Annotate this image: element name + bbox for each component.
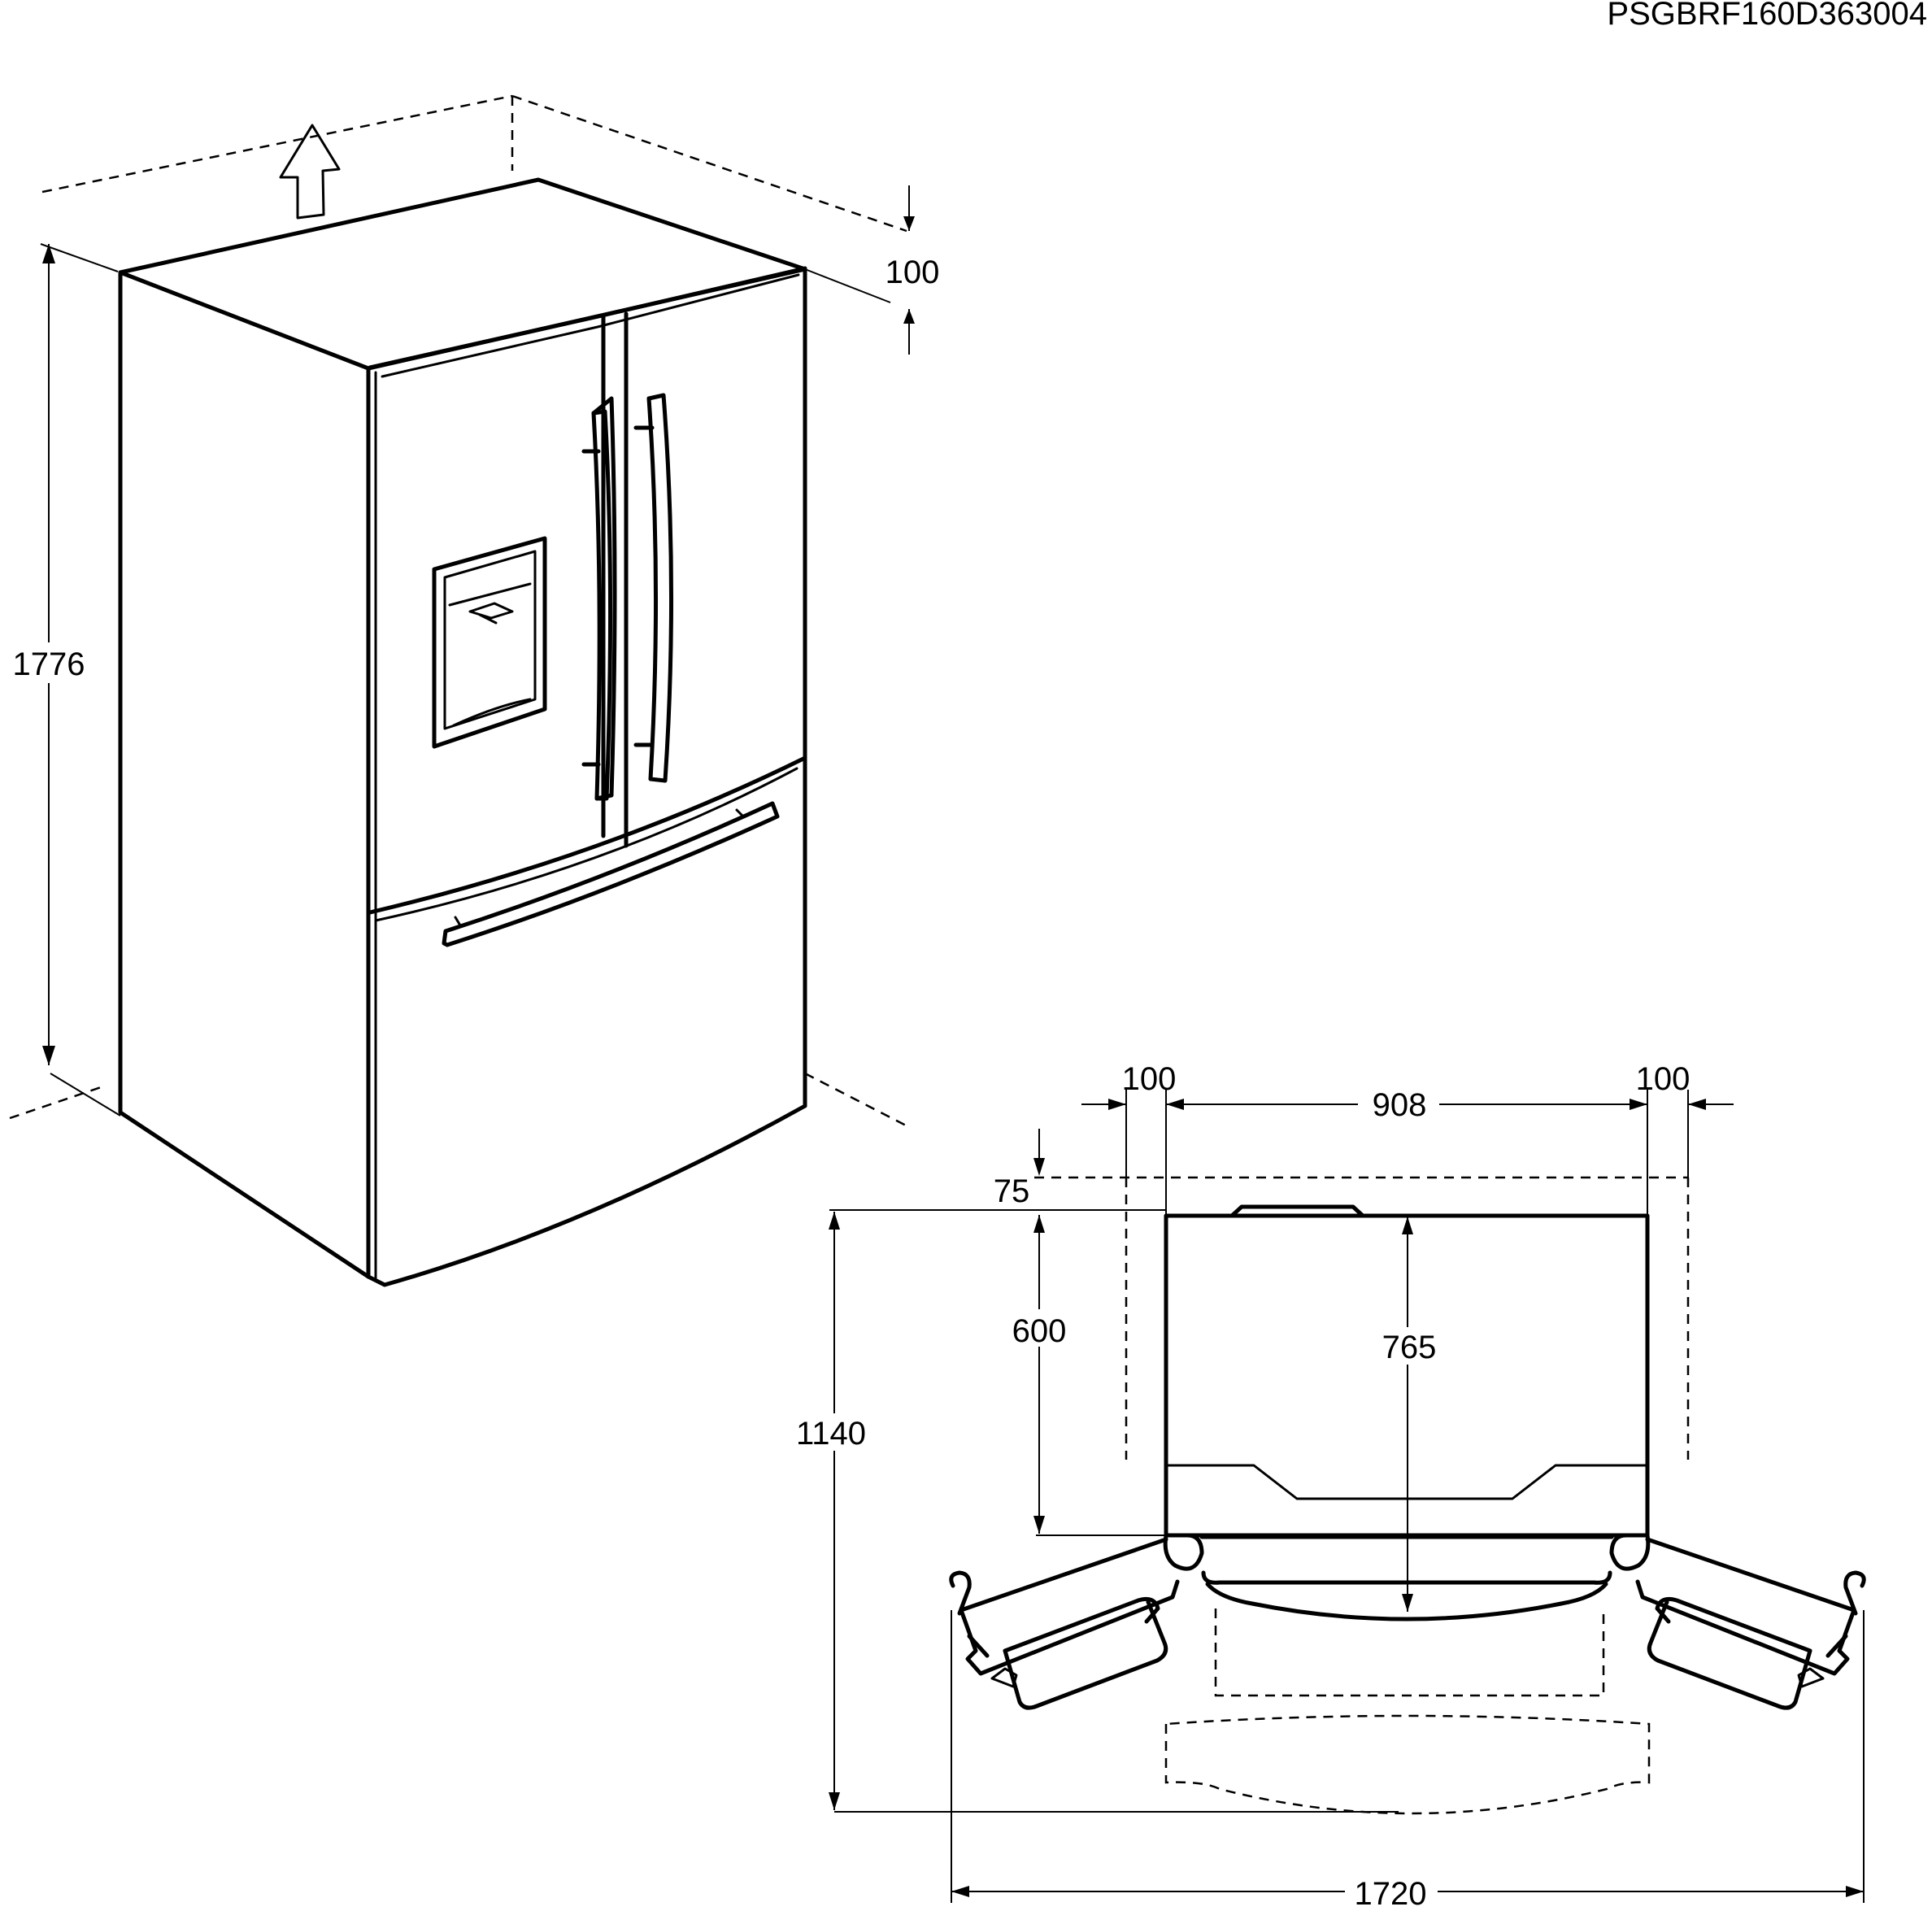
document-code: PSGBRF160D363004 [1607,0,1927,32]
depth-total-value: 765 [1382,1330,1437,1365]
rear-clearance-value: 75 [994,1173,1030,1209]
water-dispenser [432,536,547,749]
depth-total-dimension: 765 [1374,1217,1444,1612]
fridge-perspective-view: 1776 100 [7,94,940,1287]
airflow-up-arrow-icon [279,124,341,220]
depth-without-door-dimension: 600 [1003,1215,1166,1536]
height-value: 1776 [13,646,85,682]
width-dimension: 908 [1166,1082,1648,1216]
height-dimension: 1776 [7,243,121,1117]
depth-door-open-value: 1140 [796,1416,866,1452]
width-value: 908 [1373,1087,1427,1123]
right-open-door [1635,1537,1866,1710]
depth-door-open-dimension: 1140 [794,1212,1399,1813]
fridge-plan-view: 100 908 100 75 [794,1061,1866,1911]
upper-doors [368,266,807,922]
plan-clearance-outline [1034,1176,1690,1815]
clearance-outline [9,94,912,1130]
plan-drawer [1205,1582,1608,1622]
side-clearance-left-dimension: 100 [1081,1061,1176,1216]
top-clearance-dimension: 100 [804,185,940,355]
top-clearance-value: 100 [886,255,940,290]
side-clearance-right-value: 100 [1636,1061,1690,1097]
left-open-door [949,1537,1180,1710]
side-clearance-left-value: 100 [1122,1061,1177,1097]
depth-without-door-value: 600 [1012,1313,1067,1349]
width-doors-open-value: 1720 [1355,1876,1427,1911]
drawer-handle [442,801,780,947]
rear-clearance-dimension: 75 [829,1129,1166,1211]
side-clearance-right-dimension: 100 [1636,1061,1734,1179]
width-doors-open-dimension: 1720 [951,1610,1865,1911]
door-handles [581,393,674,801]
